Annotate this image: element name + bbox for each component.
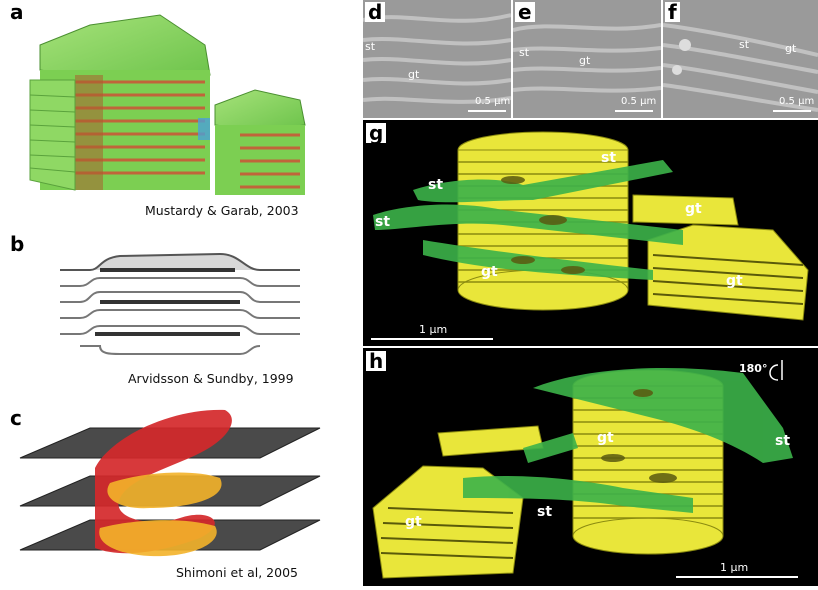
panel-b-label: b: [10, 232, 25, 256]
em-panel-e: e st gt 0.5 μm: [513, 0, 661, 118]
label-gt-f: gt: [785, 42, 797, 55]
panel-c-label: c: [10, 406, 22, 430]
label-gt-d: gt: [408, 68, 420, 81]
label-gt-h-1: gt: [597, 430, 614, 446]
scalebar-h: [676, 576, 798, 578]
panel-h: h 180° gt gt st st 1 μm: [363, 348, 818, 586]
tomogram-h: [372, 360, 793, 579]
scalebar-e: [615, 110, 653, 112]
citation-a: Mustardy & Garab, 2003: [145, 203, 299, 218]
scale-label-d: 0.5 μm: [475, 96, 511, 107]
label-st-h-2: st: [537, 504, 553, 520]
label-st-h-1: st: [775, 433, 791, 449]
label-gt-g-1: gt: [685, 201, 702, 217]
em-panel-d: d st gt 0.5 μm: [363, 0, 511, 118]
em-panel-f: f st gt 0.5 μm: [663, 0, 818, 118]
scale-label-g: 1 μm: [419, 323, 448, 336]
panel-g-label: g: [366, 123, 387, 143]
label-st-f: st: [739, 38, 750, 51]
panel-h-label: h: [366, 351, 387, 371]
scalebar-f: [773, 110, 811, 112]
panel-f-label: f: [665, 2, 680, 22]
panel-d-label: d: [365, 2, 386, 22]
panel-a: a Mustardy: [0, 0, 350, 228]
panel-c: c Shimoni et al, 2005: [0, 398, 350, 590]
label-st-g-3: st: [375, 214, 391, 230]
label-st-g-2: st: [428, 177, 444, 193]
citation-c: Shimoni et al, 2005: [176, 565, 298, 580]
panel-b: b Arvidsson & Sundby, 1999: [0, 228, 350, 398]
panel-a-label: a: [10, 0, 24, 24]
citation-b: Arvidsson & Sundby, 1999: [128, 371, 294, 386]
scalebar-d: [468, 110, 506, 112]
helical-model-c: [19, 409, 321, 557]
granum-model-a: [29, 14, 306, 195]
scale-label-f: 0.5 μm: [779, 96, 815, 107]
label-st-d: st: [365, 40, 376, 53]
tomogram-g: [373, 131, 809, 321]
rotation-label: 180°: [739, 362, 768, 375]
label-gt-e: gt: [579, 54, 591, 67]
scale-label-e: 0.5 μm: [621, 96, 657, 107]
label-gt-h-2: gt: [405, 514, 422, 530]
label-st-g-1: st: [601, 150, 617, 166]
label-st-e: st: [519, 46, 530, 59]
scalebar-g: [371, 338, 493, 340]
thylakoid-schematic-b: [60, 252, 300, 355]
panel-g: g st st st gt gt gt 1 μm: [363, 120, 818, 346]
panel-e-label: e: [515, 2, 535, 22]
label-gt-g-2: gt: [481, 264, 498, 280]
scale-label-h: 1 μm: [720, 561, 749, 574]
label-gt-g-3: gt: [726, 273, 743, 289]
